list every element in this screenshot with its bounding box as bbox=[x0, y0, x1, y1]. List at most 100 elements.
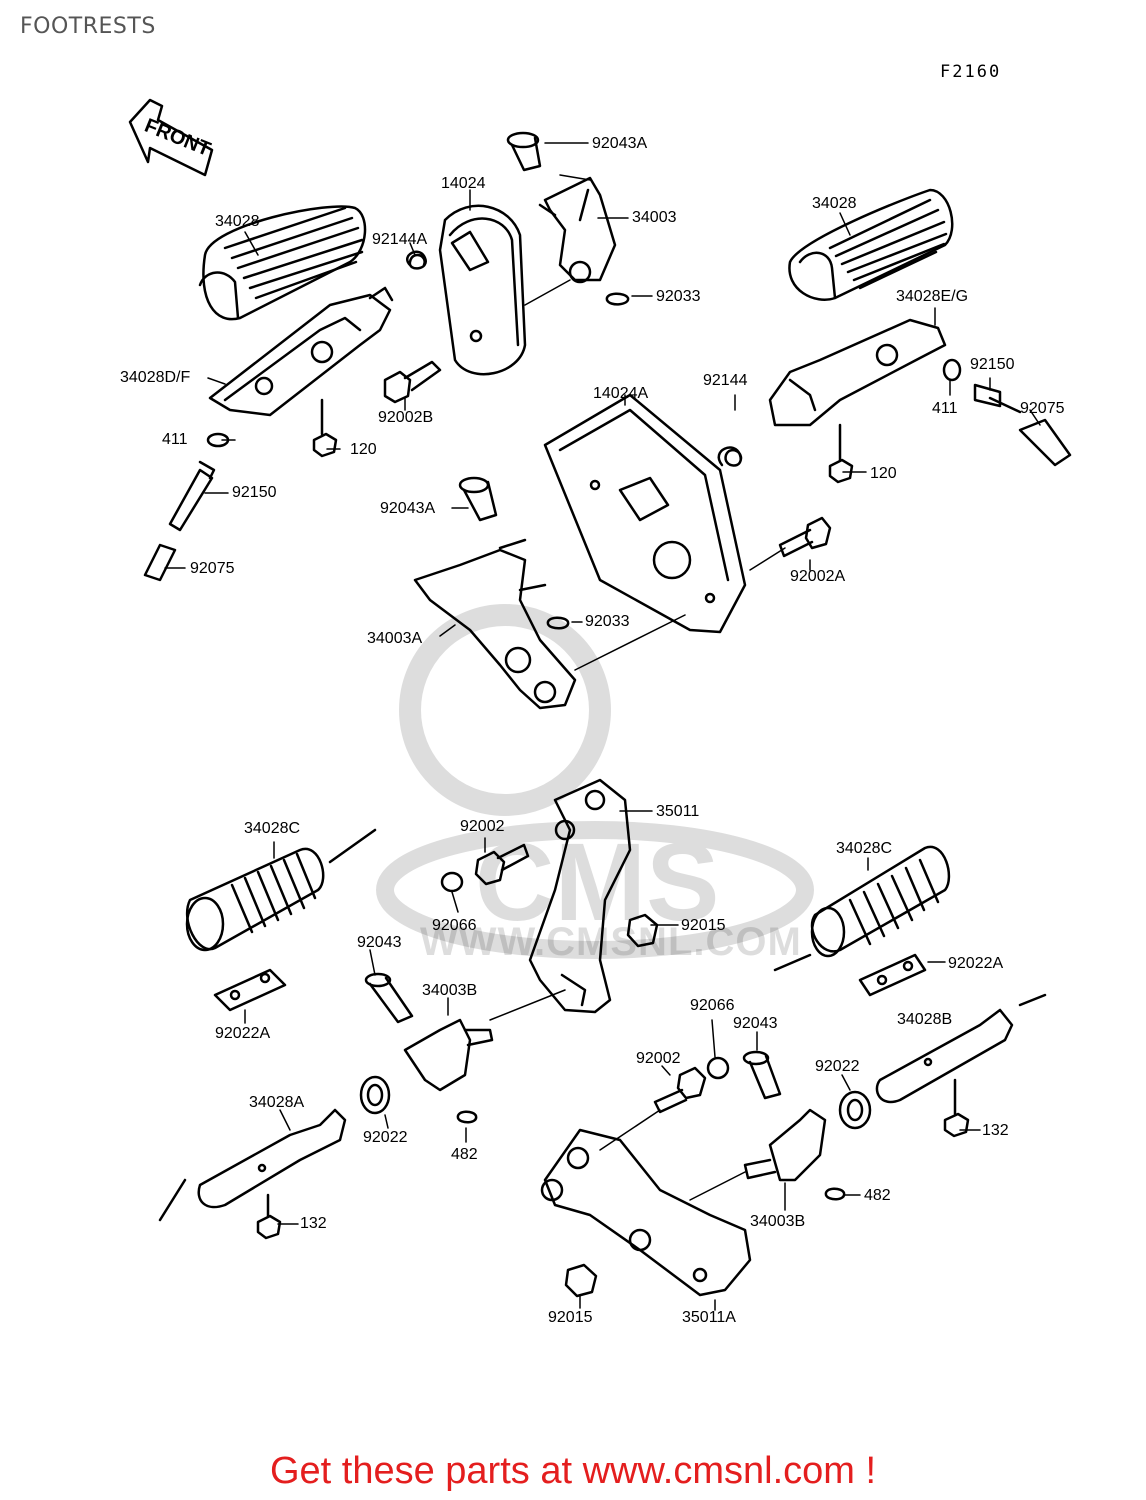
part-label: 132 bbox=[982, 1122, 1009, 1139]
part-label: 92033 bbox=[585, 613, 630, 630]
bolt-120-right bbox=[828, 423, 854, 484]
watermark-site: WWW.CMSNL.COM bbox=[420, 920, 802, 964]
leader-dash-right bbox=[773, 953, 812, 972]
watermark-brand: CMS bbox=[475, 821, 719, 944]
part-label: 92022A bbox=[948, 955, 1004, 972]
pin-92150-right bbox=[973, 383, 1022, 414]
heel-guard-right bbox=[543, 393, 747, 634]
footpeg-bracket-rear-left bbox=[403, 1018, 494, 1092]
part-label: 411 bbox=[932, 400, 958, 417]
part-label: 411 bbox=[162, 431, 188, 448]
footpeg-bracket-upper bbox=[538, 176, 617, 284]
part-label: 34028C bbox=[244, 820, 301, 837]
part-label: 92043A bbox=[592, 135, 648, 152]
cap-92075-right bbox=[1018, 418, 1072, 467]
plate-92022A-right bbox=[858, 953, 927, 997]
part-label: 92144 bbox=[703, 372, 748, 389]
diagram-code: F2160 bbox=[940, 62, 1002, 82]
part-label: 34028B bbox=[897, 1011, 953, 1028]
plate-92022A-left bbox=[213, 968, 287, 1012]
part-label: 34003A bbox=[367, 630, 423, 647]
part-label: 34028E/G bbox=[896, 288, 969, 305]
clevis-pin-upper bbox=[506, 131, 542, 172]
part-label: 120 bbox=[350, 441, 377, 458]
part-label: 92022 bbox=[815, 1058, 860, 1075]
spring-left bbox=[406, 250, 427, 270]
nut-92066-right bbox=[706, 1056, 730, 1080]
clip-middle bbox=[546, 616, 570, 630]
footpeg-rear-left bbox=[197, 1108, 347, 1209]
part-label: 92022A bbox=[215, 1025, 271, 1042]
footpeg-rear-right bbox=[875, 1008, 1014, 1104]
bolt-132-right bbox=[943, 1078, 970, 1138]
part-label: 92144A bbox=[372, 231, 428, 248]
clip-482-right bbox=[824, 1187, 846, 1201]
nut-92066-left bbox=[440, 871, 464, 893]
washer-92022-right bbox=[838, 1090, 872, 1130]
nut-92015-upper bbox=[626, 913, 659, 948]
watermark-logo: CMS bbox=[376, 604, 814, 959]
part-label: 92002 bbox=[636, 1050, 681, 1067]
washer-92022-left bbox=[359, 1075, 391, 1115]
part-label: 92066 bbox=[690, 997, 735, 1014]
part-label: 92002 bbox=[460, 818, 505, 835]
footrest-hanger-lower bbox=[540, 1128, 752, 1297]
footpeg-bracket-rear-right bbox=[743, 1108, 827, 1182]
bolt-92002-upper bbox=[474, 843, 530, 886]
part-label: 92075 bbox=[190, 560, 235, 577]
footpeg-rubber-front-right bbox=[788, 188, 954, 301]
part-label: 35011A bbox=[682, 1309, 736, 1326]
leader-lines bbox=[164, 142, 1041, 1311]
part-label: 35011 bbox=[656, 803, 700, 820]
part-label: 120 bbox=[870, 465, 897, 482]
clevis-pin-rear-left bbox=[364, 972, 414, 1024]
leader-dash-34028B bbox=[1018, 993, 1047, 1007]
clevis-pin-rear-right bbox=[742, 1050, 782, 1100]
part-label: 92066 bbox=[432, 917, 477, 934]
assembly-lines bbox=[489, 279, 786, 1201]
bolt-92002B bbox=[383, 360, 442, 404]
part-label: 34003 bbox=[632, 209, 677, 226]
footpeg-rubber-rear-left bbox=[185, 847, 325, 952]
washer-411-right bbox=[942, 358, 962, 382]
exploded-parts-diagram: FRONT bbox=[128, 98, 1072, 1311]
part-label: 92043A bbox=[380, 500, 436, 517]
pin-92150-left bbox=[168, 460, 216, 532]
front-label: FRONT bbox=[141, 115, 213, 161]
part-label: 92043 bbox=[357, 934, 402, 951]
part-label: 34003B bbox=[422, 982, 478, 999]
footrest-hanger-upper bbox=[528, 778, 632, 1014]
part-label: 34028 bbox=[812, 195, 857, 212]
part-label: 34028C bbox=[836, 840, 893, 857]
bolt-92002A bbox=[778, 516, 832, 558]
part-label: 34003B bbox=[750, 1213, 806, 1230]
part-label: 92150 bbox=[970, 356, 1015, 373]
part-label: 34028A bbox=[249, 1094, 305, 1111]
bolt-92002-lower bbox=[653, 1066, 707, 1114]
part-label: 92150 bbox=[232, 484, 277, 501]
part-label: 92043 bbox=[733, 1015, 778, 1032]
footpeg-front-left bbox=[208, 286, 394, 417]
part-label: 92002A bbox=[790, 568, 846, 585]
clip-upper bbox=[605, 292, 630, 306]
bolt-120-left bbox=[312, 398, 338, 458]
part-label: 92015 bbox=[548, 1309, 593, 1326]
part-label: 92002B bbox=[378, 409, 434, 426]
nut-92015-lower bbox=[564, 1263, 598, 1298]
part-label: 14024A bbox=[593, 385, 649, 402]
part-label: 92075 bbox=[1020, 400, 1065, 417]
clip-482-left bbox=[456, 1110, 478, 1124]
leader-dash-34028A bbox=[158, 1178, 187, 1222]
part-label: 482 bbox=[451, 1146, 478, 1163]
clevis-pin-middle bbox=[458, 476, 498, 522]
footpeg-front-right bbox=[768, 318, 947, 427]
footpeg-rubber-front-left bbox=[198, 205, 367, 321]
cap-92075-left bbox=[143, 543, 177, 582]
part-label: 34028 bbox=[215, 213, 260, 230]
part-label: 14024 bbox=[441, 175, 486, 192]
leader-dash-left bbox=[328, 828, 377, 864]
part-label: 34028D/F bbox=[120, 369, 191, 386]
page-title: FOOTRESTS bbox=[20, 14, 156, 39]
cta-link[interactable]: Get these parts at www.cmsnl.com ! bbox=[269, 1450, 877, 1492]
heel-guard-left bbox=[438, 204, 527, 376]
